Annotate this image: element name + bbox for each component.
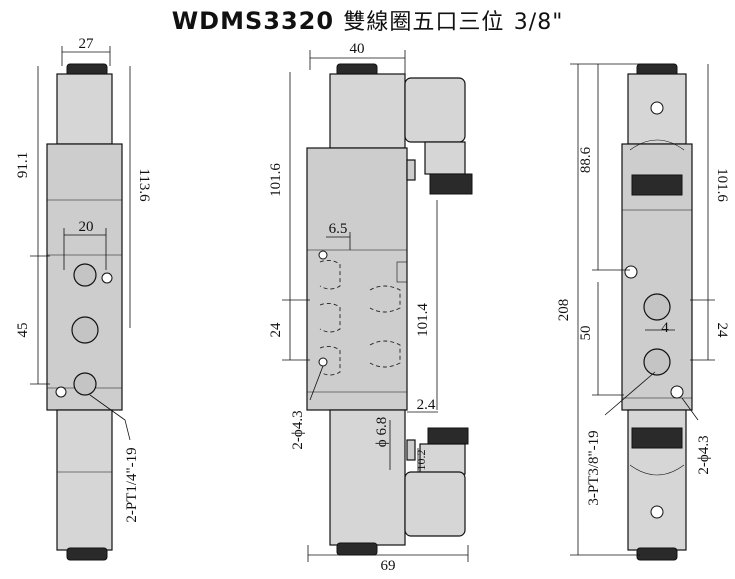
front-view: 40 6.5 101.6 24 101.4 2.4 ϕ 6.8 10.2 69 … xyxy=(268,41,473,574)
left-bottom-coil xyxy=(56,409,113,551)
right-view: 208 88.6 101.6 50 4 24 3-PT3/8"-19 2-ϕ4.… xyxy=(556,63,730,561)
right-dim-upper-a: 88.6 xyxy=(578,146,594,173)
right-port-lower xyxy=(643,348,671,376)
front-hole-callout: 2-ϕ4.3 xyxy=(290,410,306,449)
right-top-gland xyxy=(631,174,683,196)
left-port-upper xyxy=(73,263,97,287)
left-port-lower xyxy=(73,372,97,396)
front-bottom-coil xyxy=(329,409,406,546)
front-dim-hole-offset: 6.5 xyxy=(329,221,348,237)
front-dim-hole-pitch: 24 xyxy=(268,322,284,338)
left-mount-hole-2 xyxy=(55,386,67,398)
right-bottom-gland xyxy=(631,427,683,449)
right-port-upper xyxy=(643,293,671,321)
front-dim-diameter: ϕ 6.8 xyxy=(374,417,390,447)
left-mount-hole xyxy=(101,272,113,284)
left-port-callout: 2-PT1/4"-19 xyxy=(124,447,140,522)
front-dim-upper: 101.6 xyxy=(268,163,284,197)
left-dim-height-a: 91.1 xyxy=(15,152,31,178)
port-size: 3/8" xyxy=(513,10,564,35)
left-port-center xyxy=(71,316,99,344)
right-dim-pitch: 50 xyxy=(578,326,594,341)
left-dim-height-b: 113.6 xyxy=(136,168,152,202)
front-top-gland xyxy=(429,173,473,195)
right-mount-hole-upper xyxy=(624,265,638,279)
left-dim-port-pitch: 45 xyxy=(15,323,31,338)
page-title: WDMS3320 雙線圈五口三位 3/8" xyxy=(0,4,735,36)
front-dim-width: 40 xyxy=(350,41,365,57)
right-hole-callout: 2-ϕ4.3 xyxy=(696,435,712,474)
right-dim-small-pitch: 24 xyxy=(714,323,730,339)
front-top-coil xyxy=(329,73,406,149)
front-bottom-gland xyxy=(427,427,469,445)
model-description: 雙線圈五口三位 xyxy=(343,10,505,35)
right-dim-upper-b: 101.6 xyxy=(714,168,730,202)
right-dim-offset: 4 xyxy=(661,320,669,336)
right-mount-hole-lower xyxy=(670,385,684,399)
front-dim-total-width: 69 xyxy=(381,558,396,574)
front-bottom-connector xyxy=(404,471,466,537)
right-dim-total: 208 xyxy=(556,299,572,322)
left-top-coil xyxy=(56,73,113,145)
front-top-connector xyxy=(404,77,466,143)
front-bottom-cap xyxy=(336,542,378,556)
left-dim-width: 27 xyxy=(79,36,95,52)
front-dim-lower: 101.4 xyxy=(415,303,431,337)
model-number: WDMS3320 xyxy=(171,7,335,35)
front-main-body xyxy=(306,147,408,411)
left-dim-port-spacing: 20 xyxy=(79,219,94,235)
left-bottom-cap xyxy=(66,547,108,561)
left-view: 27 20 91.1 113.6 45 2-PT1/4"-19 xyxy=(15,36,152,561)
right-bottom-screw xyxy=(650,505,664,519)
right-bottom-cap xyxy=(636,547,678,561)
right-top-screw xyxy=(650,101,664,115)
right-port-callout: 3-PT3/8"-19 xyxy=(586,430,602,505)
front-dim-small: 10.2 xyxy=(414,450,428,471)
front-mount-hole xyxy=(318,357,328,367)
front-dim-screw: 2.4 xyxy=(417,397,436,413)
